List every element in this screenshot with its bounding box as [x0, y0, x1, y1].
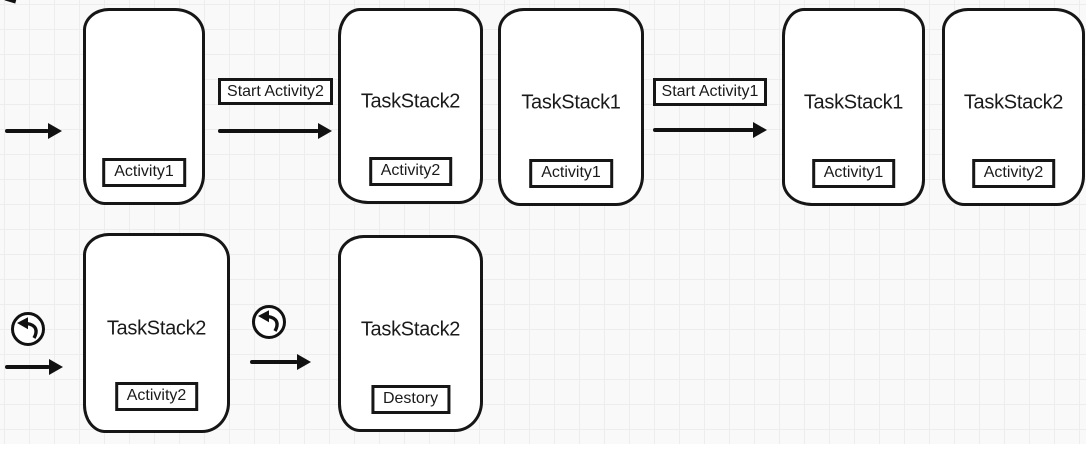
activity-badge: Activity2 — [971, 159, 1056, 188]
arrow-connector — [5, 123, 62, 139]
arrow-connector — [5, 359, 63, 375]
task-stack-title: TaskStack2 — [963, 91, 1064, 114]
task-stack-box: TaskStack2 Activity2 — [942, 8, 1085, 206]
task-stack-box: TaskStack2 Activity2 — [338, 8, 483, 204]
task-stack-box: Activity1 — [83, 8, 205, 205]
task-stack-title: TaskStack1 — [803, 91, 904, 114]
task-stack-box: TaskStack2 Destory — [338, 235, 483, 432]
activity-badge: Activity1 — [811, 159, 896, 188]
activity-badge: Activity2 — [114, 382, 199, 411]
back-icon — [11, 312, 45, 346]
edge-label-start-activity2: Start Activity2 — [218, 78, 333, 105]
activity-badge: Activity1 — [102, 158, 186, 187]
task-stack-title: TaskStack2 — [360, 318, 461, 341]
back-icon — [252, 305, 286, 339]
bottom-white-band — [0, 444, 1086, 455]
edge-label-start-activity1: Start Activity1 — [653, 78, 767, 106]
task-stack-box: TaskStack1 Activity1 — [498, 8, 644, 206]
task-stack-title: TaskStack2 — [360, 90, 461, 113]
task-stack-title: TaskStack1 — [521, 91, 621, 114]
activity-badge: Destory — [370, 385, 451, 414]
task-stack-box: TaskStack1 Activity1 — [782, 8, 925, 206]
task-stack-box: TaskStack2 Activity2 — [83, 233, 230, 433]
activity-badge: Activity2 — [368, 157, 453, 186]
arrow-connector — [250, 354, 311, 370]
task-stack-title: TaskStack2 — [106, 317, 207, 340]
activity-badge: Activity1 — [529, 159, 613, 188]
arrow-connector — [653, 122, 767, 138]
arrow-connector — [218, 123, 332, 139]
stray-line-artifact — [4, 0, 17, 4]
